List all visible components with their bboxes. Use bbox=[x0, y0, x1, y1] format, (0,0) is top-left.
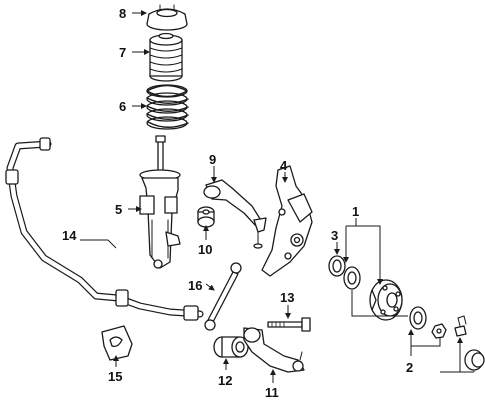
leader-lines bbox=[80, 10, 475, 383]
stabilizer-bushing bbox=[101, 325, 133, 361]
wheel-bearing bbox=[343, 266, 361, 290]
strut-mount bbox=[146, 4, 188, 31]
stabilizer-link bbox=[204, 262, 242, 331]
strut-assembly bbox=[139, 135, 181, 269]
hub-nut bbox=[431, 323, 447, 339]
callout-14: 14 bbox=[62, 228, 77, 243]
callout-16: 16 bbox=[188, 278, 202, 293]
callout-15: 15 bbox=[108, 369, 122, 384]
callout-6: 6 bbox=[119, 99, 126, 114]
callout-4: 4 bbox=[280, 158, 288, 173]
callout-7: 7 bbox=[119, 45, 126, 60]
bump-stop-boot bbox=[149, 32, 183, 82]
callout-8: 8 bbox=[119, 6, 126, 21]
stabilizer-bar bbox=[5, 137, 204, 321]
callout-13: 13 bbox=[280, 290, 294, 305]
callout-5: 5 bbox=[115, 202, 122, 217]
callout-1: 1 bbox=[352, 204, 359, 219]
control-arm-bushing bbox=[197, 206, 215, 228]
hub-cap bbox=[464, 349, 485, 371]
steering-knuckle bbox=[261, 165, 313, 277]
callout-10: 10 bbox=[198, 242, 212, 257]
hub-and-bearing bbox=[369, 279, 403, 321]
callout-12: 12 bbox=[218, 373, 232, 388]
lower-arm-bushing bbox=[213, 336, 249, 358]
upper-control-arm bbox=[203, 179, 267, 249]
callout-2: 2 bbox=[406, 360, 413, 375]
callout-9: 9 bbox=[209, 152, 216, 167]
callout-3: 3 bbox=[331, 228, 338, 243]
lower-control-arm bbox=[243, 327, 305, 373]
control-arm-bolt bbox=[267, 317, 311, 332]
wheel-bolt bbox=[454, 315, 467, 337]
dust-shield bbox=[328, 255, 346, 277]
coil-spring bbox=[146, 84, 189, 130]
callout-labels: 8 7 6 5 9 10 4 1 3 14 16 13 2 12 11 15 bbox=[62, 6, 413, 400]
bearing-seal bbox=[409, 306, 427, 330]
callout-11: 11 bbox=[265, 385, 279, 400]
